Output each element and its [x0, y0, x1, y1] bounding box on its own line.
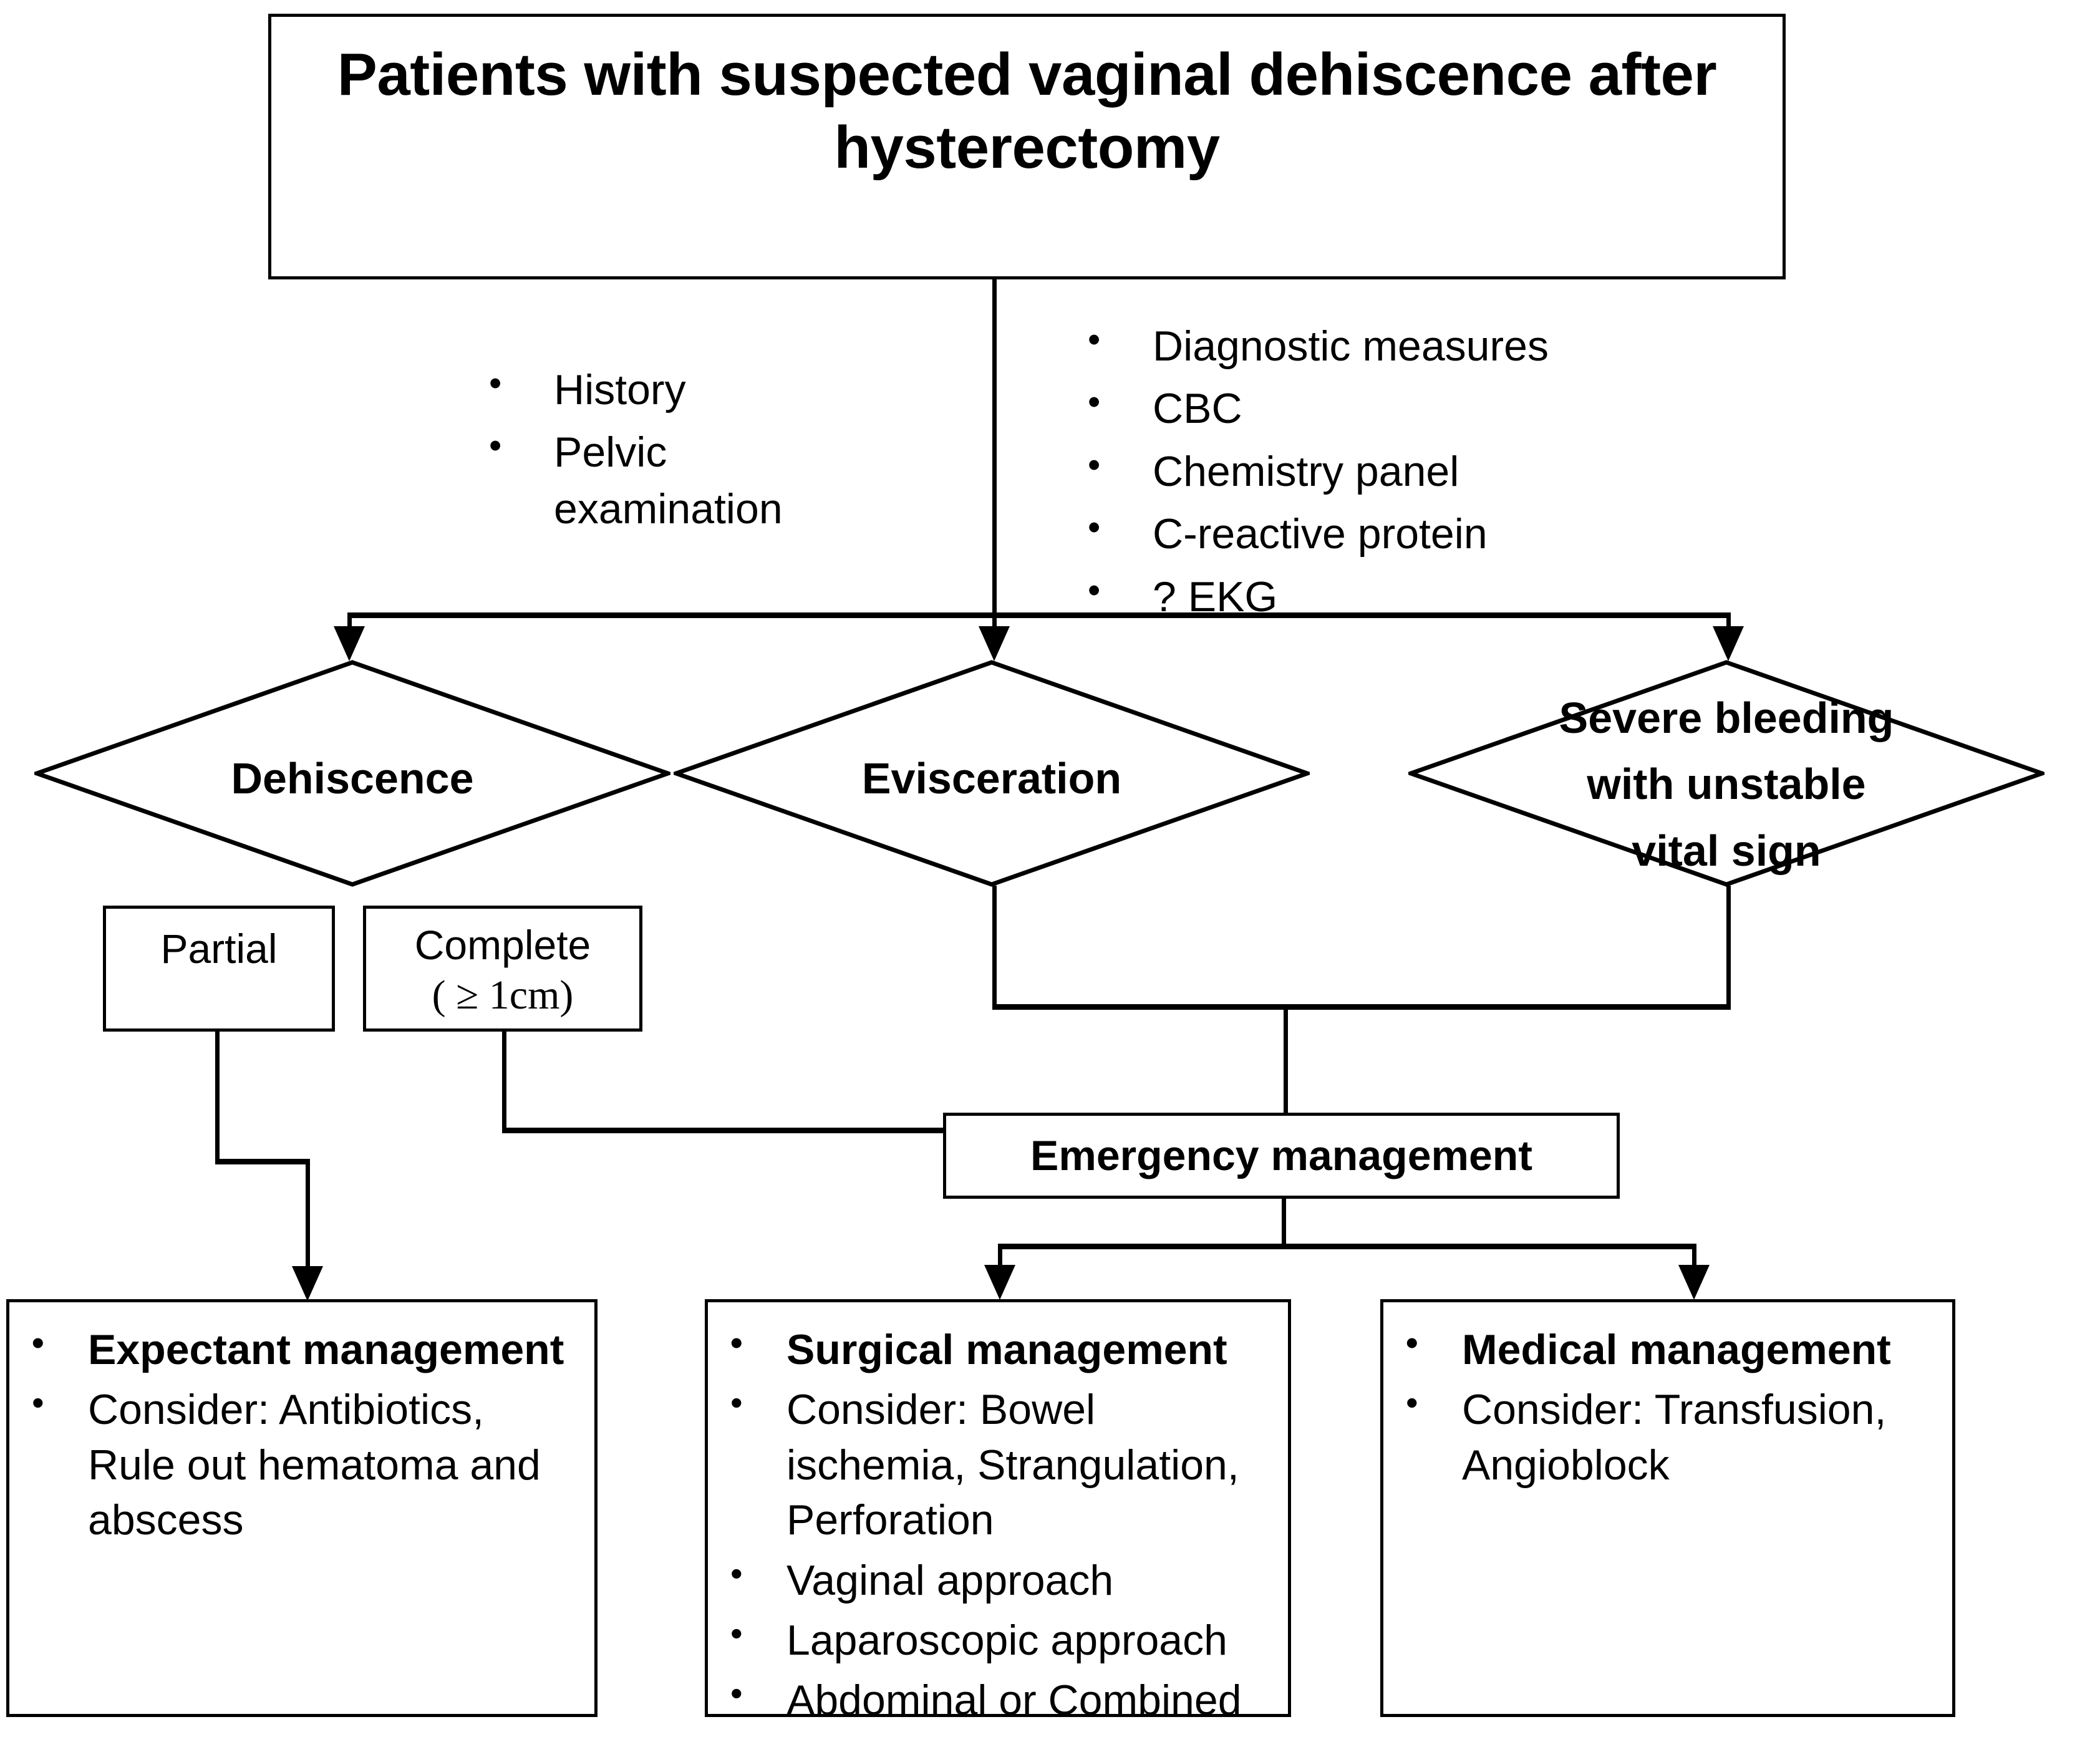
list-item: Abdominal or Combined — [719, 1671, 1280, 1728]
connector-merge-bar — [992, 1004, 1731, 1010]
list-item: C-reactive protein — [1079, 503, 1703, 562]
decision-evisceration: Evisceration — [674, 660, 1310, 887]
list-item: Vaginal approach — [719, 1551, 1280, 1608]
title-box: Patients with suspected vaginal dehiscen… — [268, 14, 1786, 279]
list-item: History — [480, 359, 904, 418]
connector-evisceration-down — [992, 886, 997, 1008]
diagnostic-workup-list: Diagnostic measures CBC Chemistry panel … — [1079, 316, 1703, 631]
list-item: Consider: Antibiotics, Rule out hematoma… — [21, 1380, 582, 1547]
list-item: Diagnostic measures — [1079, 316, 1703, 374]
connector-partial-right — [215, 1159, 310, 1164]
severity-sublabel-complete: ( ≥ 1cm) — [432, 972, 574, 1018]
title-text: Patients with suspected vaginal dehiscen… — [337, 41, 1717, 181]
connector-emergency-split-bar — [998, 1244, 1696, 1249]
list-item: Laparoscopic approach — [719, 1611, 1280, 1668]
arrowhead-expectant — [292, 1266, 323, 1301]
connector-complete-down — [502, 1032, 506, 1133]
surgical-list: Surgical management Consider: Bowel isch… — [719, 1320, 1280, 1733]
connector-to-medical — [1692, 1244, 1696, 1281]
list-item: Consider: Bowel ischemia, Strangulation,… — [719, 1380, 1280, 1547]
connector-split-bar — [347, 612, 1731, 618]
connector-complete-right — [502, 1128, 1288, 1133]
arrowhead-severe-bleeding — [1713, 626, 1744, 661]
arrowhead-medical — [1678, 1265, 1710, 1300]
connector-title-stem — [992, 279, 997, 616]
connector-to-emergency — [1284, 1004, 1288, 1146]
arrowhead-evisceration — [979, 626, 1010, 661]
arrowhead-dehiscence — [334, 626, 365, 661]
list-item: Consider: Transfusion, Angioblock — [1395, 1380, 1943, 1493]
severity-box-complete: Complete ( ≥ 1cm) — [363, 906, 642, 1032]
diamond-shape — [674, 660, 1310, 887]
severity-label-complete: Complete — [414, 922, 591, 968]
connector-severe-bleeding-down — [1726, 886, 1731, 1008]
diamond-shape — [34, 660, 670, 887]
connector-partial-down — [215, 1032, 220, 1163]
outcome-box-expectant: Expectant management Consider: Antibioti… — [6, 1299, 598, 1717]
list-item: Surgical management — [719, 1320, 1280, 1377]
severity-box-partial: Partial — [103, 906, 335, 1032]
decision-dehiscence: Dehiscence — [34, 660, 670, 887]
list-item: CBC — [1079, 378, 1703, 437]
list-item: Medical management — [1395, 1320, 1943, 1377]
expectant-list: Expectant management Consider: Antibioti… — [21, 1320, 582, 1553]
connector-partial-to-expectant — [306, 1159, 310, 1280]
list-item: Expectant management — [21, 1320, 582, 1377]
outcome-box-medical: Medical management Consider: Transfusion… — [1380, 1299, 1955, 1717]
emergency-management-label: Emergency management — [1030, 1132, 1532, 1179]
emergency-management-box: Emergency management — [943, 1113, 1620, 1199]
list-item: Chemistry panel — [1079, 441, 1703, 500]
decision-severe-bleeding: Severe bleeding with unstable vital sign — [1408, 660, 2044, 887]
clinical-assessment-list: History Pelvic examination — [480, 359, 904, 543]
outcome-box-surgical: Surgical management Consider: Bowel isch… — [705, 1299, 1291, 1724]
severity-label-partial: Partial — [160, 926, 278, 972]
diamond-shape — [1408, 660, 2044, 887]
medical-list: Medical management Consider: Transfusion… — [1395, 1320, 1943, 1497]
connector-to-surgical — [998, 1244, 1002, 1281]
arrowhead-surgical — [984, 1265, 1015, 1300]
list-item: Pelvic examination — [480, 422, 904, 537]
connector-emergency-down — [1282, 1199, 1286, 1247]
